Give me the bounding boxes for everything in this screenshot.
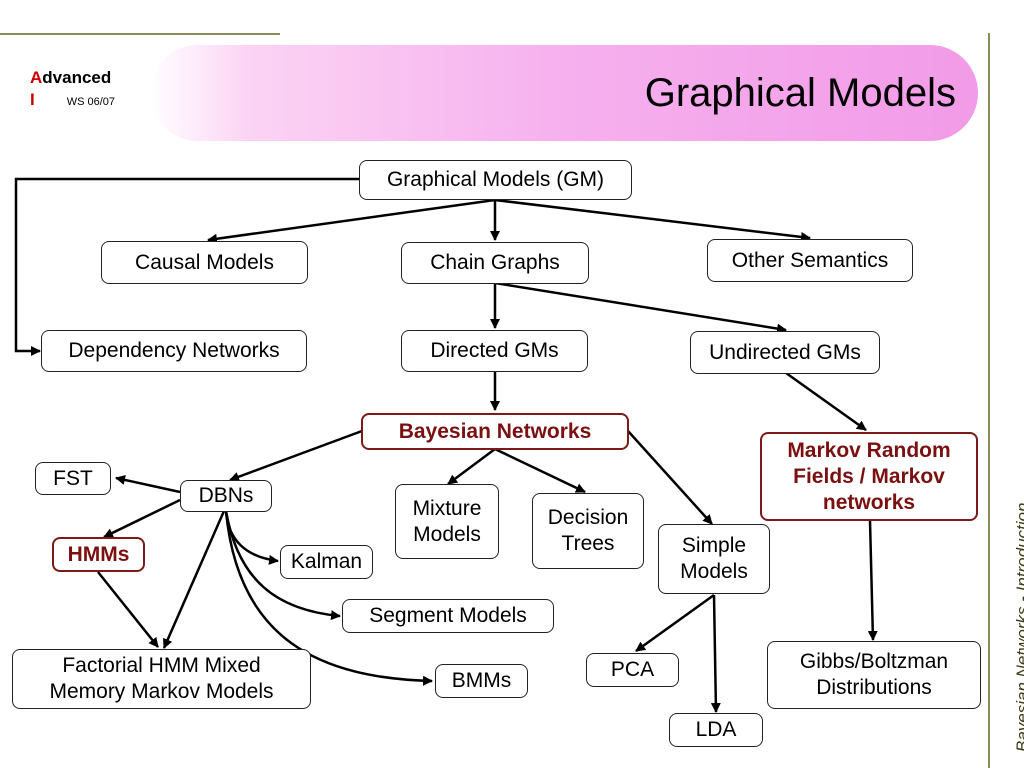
edge-bayesian-decision	[494, 447, 586, 494]
node-bayesian-networks: Bayesian Networks	[361, 413, 629, 450]
logo-rest: dvanced	[42, 68, 112, 87]
node-gibbs-boltzman: Gibbs/Boltzman Distributions	[767, 641, 981, 709]
node-simple-models: Simple Models	[658, 524, 770, 594]
node-causal-models: Causal Models	[101, 241, 308, 284]
edge-dbns-hmms	[103, 498, 181, 539]
node-decision-trees: Decision Trees	[532, 493, 644, 569]
node-dependency-networks: Dependency Networks	[41, 330, 307, 372]
edge-gm-causal	[207, 198, 496, 244]
node-directed-gms: Directed GMs	[401, 330, 588, 372]
edge-simple-pca	[635, 593, 715, 653]
edge-hmms-factorial	[97, 571, 159, 648]
edge-bayesian-mixture	[447, 447, 496, 486]
edge-dbns-segment	[224, 510, 341, 621]
logo-first-letter: A	[30, 68, 43, 87]
edge-gm-other	[494, 198, 811, 242]
node-pca: PCA	[586, 653, 679, 687]
edge-chain-undirected	[494, 281, 787, 334]
node-dbns: DBNs	[180, 480, 272, 512]
node-fst: FST	[35, 462, 111, 495]
edge-simple-lda	[710, 594, 721, 713]
node-hmms: HMMs	[52, 537, 145, 572]
edge-markov-gibbs	[867, 520, 878, 641]
node-chain-graphs: Chain Graphs	[401, 242, 589, 284]
course-logo: Advanced I WS 06/07	[30, 67, 115, 113]
logo-second-line: I	[30, 90, 35, 109]
node-graphical-models: Graphical Models (GM)	[359, 160, 632, 200]
node-markov-random-fields: Markov Random Fields / Markov networks	[760, 432, 978, 521]
semester-label: WS 06/07	[66, 96, 116, 108]
title-banner: Graphical Models	[150, 45, 978, 141]
edge-bayesian-dbns	[229, 429, 363, 482]
page-title: Graphical Models	[644, 71, 956, 115]
node-factorial-hmm: Factorial HMM Mixed Memory Markov Models	[12, 649, 311, 709]
edge-dbns-fst	[115, 475, 181, 494]
edge-dbns-factorial	[162, 510, 226, 649]
node-bmms: BMMs	[435, 664, 528, 698]
edge-undirected-markov	[785, 371, 867, 432]
edge-gm-dependency	[14, 177, 360, 356]
node-segment-models: Segment Models	[342, 599, 554, 633]
node-mixture-models: Mixture Models	[395, 484, 499, 559]
node-kalman: Kalman	[280, 545, 373, 579]
node-other-semantics: Other Semantics	[707, 239, 913, 282]
node-undirected-gms: Undirected GMs	[690, 331, 880, 374]
node-lda: LDA	[669, 713, 763, 747]
top-rule	[0, 33, 280, 35]
edge-dbns-bmms	[224, 510, 433, 686]
edge-bayesian-simple	[627, 430, 713, 525]
right-rule	[988, 33, 990, 768]
